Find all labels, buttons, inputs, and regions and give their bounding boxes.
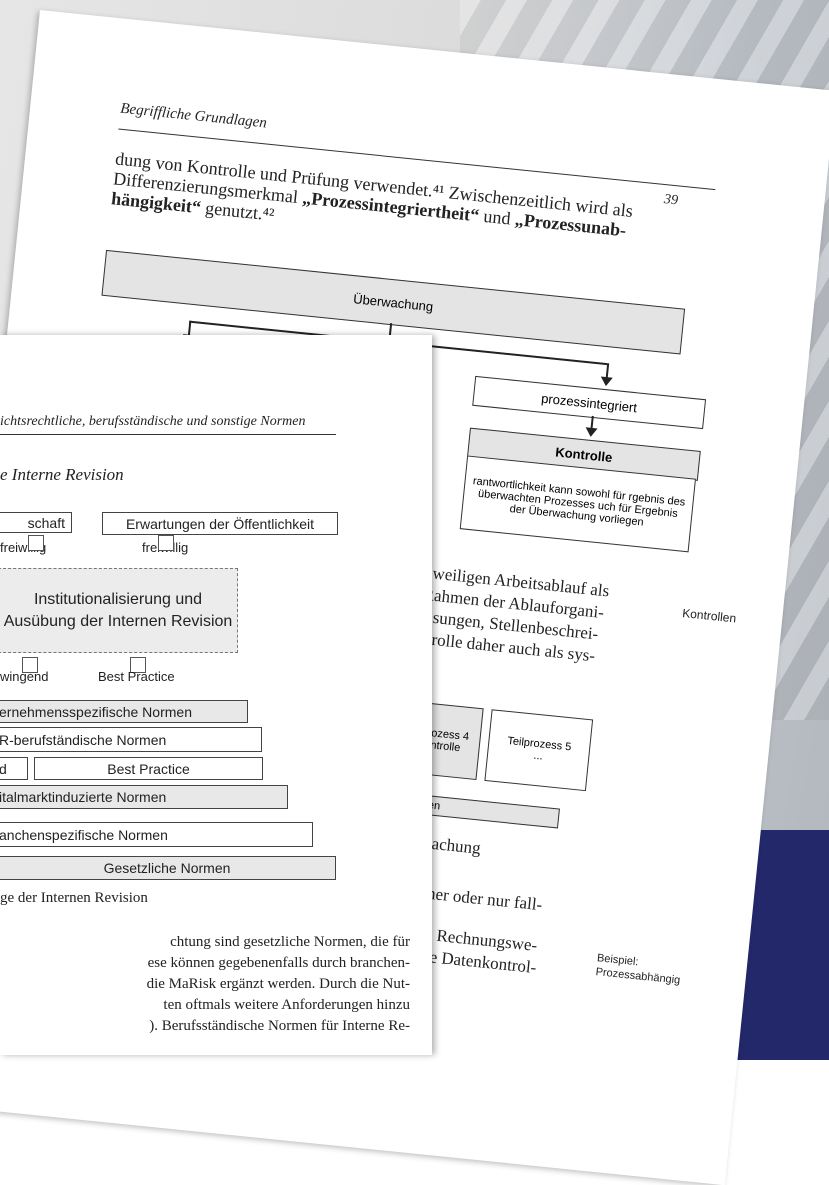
process-step-5: Teilprozess 5 ... [484,709,594,792]
body-paragraph: chtung sind gesetzliche Normen, die für … [0,932,410,1037]
body-paragraph-1: eweiligen Arbeitsablauf als Rahmen der A… [417,562,611,668]
norm-berufsstaendisch: R-berufständische Normen [0,727,262,752]
norm-gesetzlich: Gesetzliche Normen [0,856,336,880]
arrow-up-right-icon [130,657,146,673]
arrowhead-right-icon [599,376,613,387]
figure-title: e Interne Revision [0,465,124,484]
box-erwartungen: Erwartungen der Öffentlichkeit [102,512,338,535]
norm-branchenspezifisch: anchenspezifische Normen [0,822,313,847]
para-line-4: ten oftmals weitere Anforderungen hinzu [163,997,410,1013]
label-zwingend: wingend [0,669,49,684]
front-page: ichtsrechtliche, berufsständische und so… [0,335,432,1055]
arrowhead-down-icon [584,427,598,438]
norm-kapitalmarkt: italmarktinduzierte Normen [0,785,288,809]
para-line-1: chtung sind gesetzliche Normen, die für [170,934,410,950]
para-line-2: ese können gegebenenfalls durch branchen… [147,955,410,971]
box-wissenschaft: schaft [0,512,72,533]
norm-unternehmensspezifisch: ernehmensspezifische Normen [0,700,248,723]
arrow-down-right-icon [158,535,174,551]
front-header-rule [0,434,336,435]
arrow-up-left-icon [22,657,38,673]
para-line-3: die MaRisk ergänzt werden. Durch die Nut… [146,976,410,992]
norm-zwingend-box: d [0,757,28,780]
margin-note-beispiel: Beispiel: Prozessabhängig [595,951,682,987]
para-line-5: ). Berufsständische Normen für Interne R… [149,1018,410,1034]
process-step-5-sub: ... [532,749,544,763]
intro-and: und [482,205,512,229]
label-best-practice: Best Practice [98,669,175,684]
page-header: Begriffliche Grundlagen [119,100,268,132]
box-prozessintegriert: prozessintegriert [472,375,707,430]
figure-caption: ge der Internen Revision [0,890,148,906]
margin-note-kontrollen: Kontrollen [681,606,737,626]
center-box-institutionalisierung: Institutionalisierung und Ausübung der I… [0,568,238,653]
norm-best-practice-box: Best Practice [34,757,263,780]
front-page-header: ichtsrechtliche, berufsständische und so… [0,414,306,429]
arrow-down-left-icon [28,535,44,551]
intro-text: dung von Kontrolle und Prüfung verwendet… [110,148,693,266]
